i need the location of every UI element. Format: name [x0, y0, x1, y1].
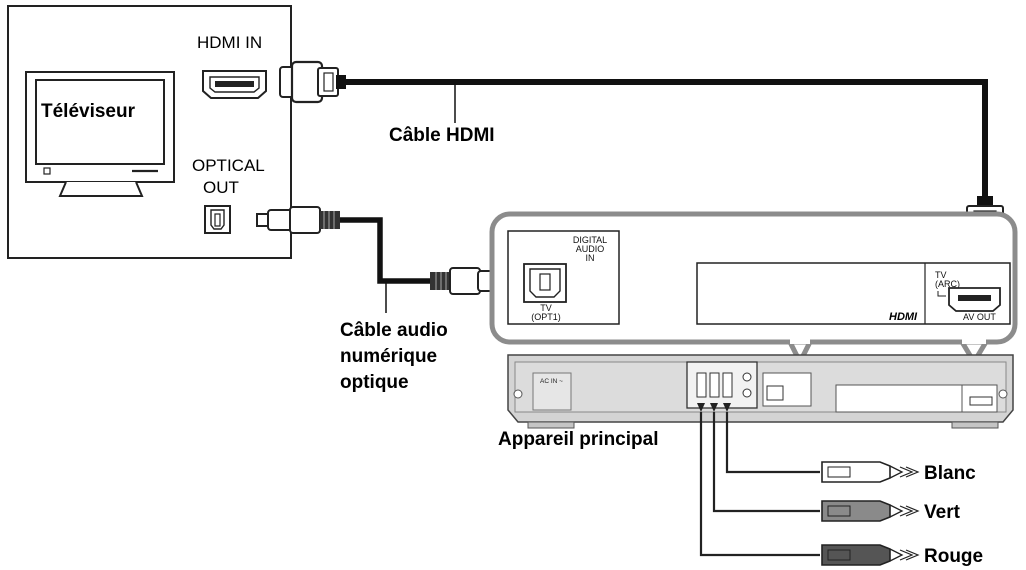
optical-cable-label-line1: Câble audio — [340, 320, 448, 341]
speaker-plug-white-icon — [821, 461, 920, 483]
speaker-wires — [697, 403, 920, 566]
tv-set-icon — [25, 71, 175, 197]
wire-green — [712, 412, 820, 513]
hdmi-in-label: HDMI IN — [197, 33, 262, 52]
speaker-plug-green-icon — [821, 500, 920, 522]
tv-opt1-label-line1: TV — [540, 303, 552, 313]
speaker-plug-red-icon — [821, 544, 920, 566]
digital-audio-in-label-line2: AUDIO — [576, 244, 605, 254]
wire-red — [699, 412, 820, 557]
hdmi-av-out-port-icon — [948, 287, 1001, 312]
hdmi-logo: HDMI — [889, 311, 918, 323]
main-unit-rear: AC IN ~ — [507, 354, 1014, 429]
tv-arc-label-line1: TV — [935, 270, 947, 280]
tv-label: Téléviseur — [41, 101, 136, 122]
optical-cable-label-line2: numérique — [340, 346, 437, 367]
wire-white — [725, 412, 820, 474]
optical-out-label-line2: OUT — [203, 178, 239, 197]
hdmi-plug-tv-icon — [279, 60, 346, 104]
hdmi-cable-label: Câble HDMI — [389, 125, 495, 146]
ac-in-label: AC IN ~ — [540, 378, 563, 385]
hdmi-in-port-icon — [202, 70, 267, 99]
tv-opt1-label-line2: (OPT1) — [531, 312, 561, 322]
digital-audio-in-label-line1: DIGITAL — [573, 235, 607, 245]
optical-cable-label-line3: optique — [340, 372, 409, 393]
optical-cable — [256, 206, 515, 313]
optical-out-label-line1: OPTICAL — [192, 156, 265, 175]
tv-arc-label-line2: (ARC) — [935, 279, 960, 289]
optical-in-port-icon — [523, 263, 567, 303]
rear-panel-callout: DIGITAL AUDIO IN TV (OPT1) TV (ARC) HDMI… — [489, 211, 1018, 368]
digital-audio-in-label-line3: IN — [586, 253, 595, 263]
tv-panel: Téléviseur HDMI IN OPTICAL OUT — [7, 5, 292, 259]
av-out-label: AV OUT — [963, 312, 996, 322]
wire-label-red: Rouge — [924, 546, 983, 567]
optical-out-port-icon — [204, 205, 231, 234]
wire-label-white: Blanc — [924, 463, 976, 484]
optical-plug-tv-icon — [256, 206, 340, 234]
wire-label-green: Vert — [924, 502, 961, 523]
main-unit-label: Appareil principal — [498, 429, 658, 450]
